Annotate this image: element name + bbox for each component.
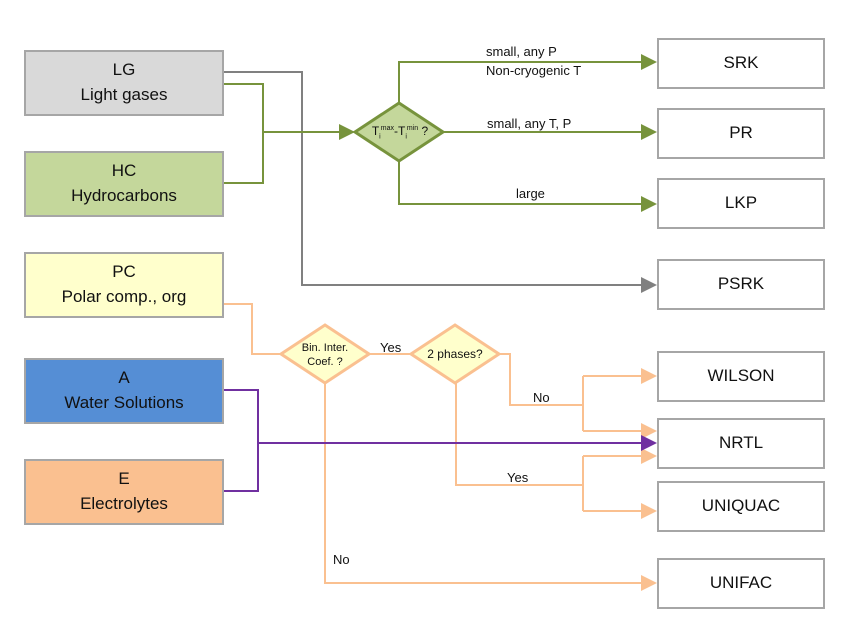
model-psrk: PSRK (657, 259, 825, 310)
edge-label-lkp: large (516, 186, 545, 201)
bin-no-line (324, 383, 657, 591)
source-name: Electrolytes (80, 494, 168, 513)
source-name: Water Solutions (64, 393, 184, 412)
bin-inter-label: Bin. Inter.Coef. ? (301, 342, 349, 369)
a-e-merge-line (223, 389, 655, 492)
pc-to-bin-line (223, 303, 281, 355)
to-srk-line (398, 54, 657, 103)
model-unifac: UNIFAC (657, 558, 825, 609)
edge-label-phases-yes: Yes (507, 470, 529, 485)
temp-range-label: Timax-Timin ? (371, 124, 429, 141)
source-hc: HC Hydrocarbons (24, 151, 224, 217)
source-name: Polar comp., org (61, 287, 187, 306)
edge-label-srk-1: small, any P (486, 44, 557, 59)
model-label: PR (729, 123, 753, 143)
to-lkp-line (398, 161, 657, 212)
edge-label-srk-2: Non-cryogenic T (486, 63, 582, 78)
source-code: E (118, 469, 130, 489)
source-a: A Water Solutions (24, 358, 224, 424)
edge-label-bin-yes: Yes (380, 340, 402, 355)
model-label: PSRK (717, 274, 765, 294)
edge-label-pr: small, any T, P (487, 116, 572, 131)
source-code: HC (111, 161, 137, 181)
source-code: A (118, 368, 130, 388)
source-code: PC (112, 262, 136, 282)
source-lg: LG Light gases (24, 50, 224, 116)
model-label: UNIFAC (709, 573, 773, 593)
model-nrtl: NRTL (657, 418, 825, 469)
source-pc: PC Polar comp., org (24, 252, 224, 318)
model-srk: SRK (657, 38, 825, 89)
model-wilson: WILSON (657, 351, 825, 402)
edge-label-phases-no: No (533, 390, 550, 405)
two-phases-decision (408, 323, 502, 385)
model-label: UNIQUAC (701, 496, 781, 516)
source-e: E Electrolytes (24, 459, 224, 525)
two-phases-label: 2 phases? (427, 347, 483, 361)
bin-inter-decision (278, 323, 372, 385)
model-label: SRK (723, 53, 759, 73)
lg-to-psrk-line (223, 71, 657, 293)
edge-label-bin-no: No (333, 552, 350, 567)
model-lkp: LKP (657, 178, 825, 229)
source-name: Hydrocarbons (71, 186, 177, 205)
model-pr: PR (657, 108, 825, 159)
source-name: Light gases (80, 85, 168, 104)
model-uniquac: UNIQUAC (657, 481, 825, 532)
lg-hc-merge-line (223, 83, 353, 184)
model-label: NRTL (718, 433, 764, 453)
phases-no-line (499, 353, 584, 431)
model-label: WILSON (707, 366, 775, 386)
temp-range-decision (352, 101, 446, 163)
phases-yes-line (455, 383, 584, 511)
model-label: LKP (724, 193, 758, 213)
source-code: LG (112, 60, 136, 80)
